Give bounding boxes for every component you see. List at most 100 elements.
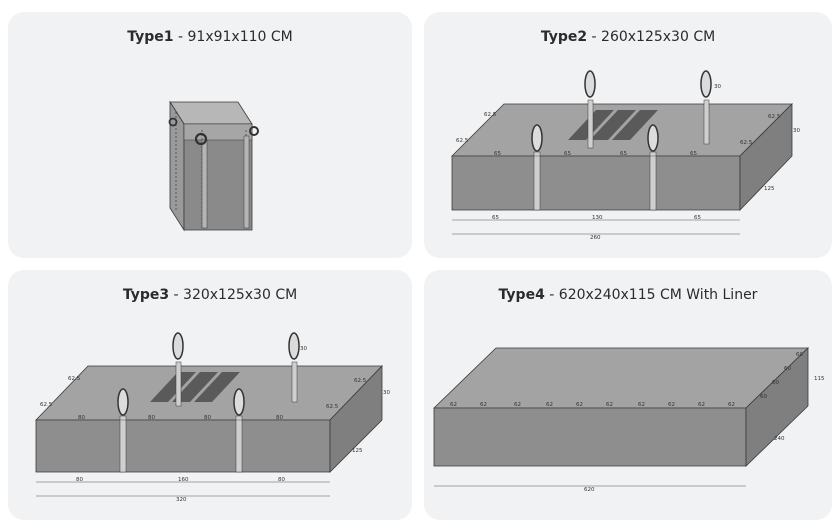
dim-bottom: 65 bbox=[694, 215, 701, 221]
lifting-loop bbox=[531, 124, 543, 152]
label-pad bbox=[172, 372, 218, 402]
dim-segment: 62 bbox=[668, 402, 675, 408]
dim-bottom: 65 bbox=[492, 215, 499, 221]
dim-depth: 125 bbox=[352, 448, 363, 454]
type1-bag-diagram bbox=[168, 100, 259, 232]
lifting-strap bbox=[201, 139, 208, 229]
type-name: Type4 bbox=[498, 287, 545, 303]
title-separator: - bbox=[587, 29, 602, 45]
card-type3: Type3 - 320x125x30 CM 80 80 80 80 62.5 6… bbox=[8, 270, 412, 520]
dim-height: 30 bbox=[300, 346, 307, 352]
dim-corner: 62.5 bbox=[68, 376, 81, 382]
lifting-loop bbox=[700, 70, 712, 98]
lifting-loop bbox=[117, 388, 129, 416]
dim-corner: 62.5 bbox=[484, 112, 497, 118]
card-type2: Type2 - 260x125x30 CM 65 65 65 65 62.5 6… bbox=[424, 12, 832, 258]
card-title: Type2 - 260x125x30 CM bbox=[424, 29, 832, 45]
type4-bag-diagram: 62 62 62 62 62 62 62 62 62 62 60 60 60 6… bbox=[433, 347, 825, 493]
dim-segment: 62 bbox=[514, 402, 521, 408]
bag-front-face bbox=[451, 155, 741, 211]
type3-bag-diagram: 80 80 80 80 62.5 62.5 62.5 62.5 30 30 12… bbox=[35, 332, 390, 503]
lifting-loop bbox=[647, 124, 659, 152]
dim-corner: 62.5 bbox=[354, 378, 367, 384]
title-separator: - bbox=[544, 287, 559, 303]
type2-bag-diagram: 65 65 65 65 62.5 62.5 62.5 62.5 30 30 12… bbox=[451, 70, 800, 241]
lifting-strap bbox=[119, 415, 127, 473]
title-separator: - bbox=[173, 29, 188, 45]
lifting-strap bbox=[175, 361, 182, 407]
lifting-loop bbox=[249, 126, 259, 136]
lifting-strap bbox=[533, 151, 541, 211]
card-type4: Type4 - 620x240x115 CM With Liner 62 62 … bbox=[424, 270, 832, 520]
card-title: Type3 - 320x125x30 CM bbox=[8, 287, 412, 303]
dim-depth: 125 bbox=[764, 186, 775, 192]
dim-total: 260 bbox=[590, 235, 601, 241]
lifting-loop bbox=[233, 388, 245, 416]
dim-segment: 65 bbox=[494, 151, 501, 157]
dim-side: 30 bbox=[793, 128, 800, 134]
label-pad bbox=[150, 372, 196, 402]
type-size: 91x91x110 CM bbox=[187, 29, 293, 45]
dim-side: 30 bbox=[383, 390, 390, 396]
lifting-loop bbox=[288, 332, 300, 360]
dim-corner: 62.5 bbox=[456, 138, 469, 144]
card-type1: Type1 - 91x91x110 CM bbox=[8, 12, 412, 258]
dim-bottom: 80 bbox=[278, 477, 285, 483]
dim-segment: 65 bbox=[564, 151, 571, 157]
dim-segment: 80 bbox=[148, 415, 155, 421]
dim-depth: 240 bbox=[774, 436, 785, 442]
card-title: Type1 - 91x91x110 CM bbox=[8, 29, 412, 45]
bag-side-face bbox=[329, 365, 383, 473]
type-name: Type1 bbox=[127, 29, 174, 45]
lifting-strap bbox=[291, 361, 298, 403]
bag-side-face bbox=[745, 347, 809, 467]
dim-segment: 62 bbox=[638, 402, 645, 408]
lifting-loop bbox=[172, 332, 184, 360]
lifting-strap bbox=[243, 135, 250, 229]
dim-segment: 65 bbox=[690, 151, 697, 157]
dim-segment: 62 bbox=[480, 402, 487, 408]
lifting-loop bbox=[168, 117, 178, 127]
dim-bottom: 130 bbox=[592, 215, 603, 221]
dim-height: 115 bbox=[814, 376, 825, 382]
dim-segment: 62 bbox=[450, 402, 457, 408]
dim-segment: 65 bbox=[620, 151, 627, 157]
bag-top-skirt bbox=[183, 123, 253, 141]
dim-corner: 62.5 bbox=[740, 140, 753, 146]
label-pad bbox=[194, 372, 240, 402]
dim-side-segment: 60 bbox=[796, 352, 803, 358]
type-size: 320x125x30 CM bbox=[183, 287, 298, 303]
lifting-loop bbox=[194, 132, 208, 146]
lifting-strap bbox=[235, 415, 243, 473]
bag-side-face bbox=[739, 103, 793, 211]
dim-segment: 80 bbox=[78, 415, 85, 421]
lifting-strap bbox=[649, 151, 657, 211]
dim-side-segment: 60 bbox=[760, 394, 767, 400]
title-separator: - bbox=[169, 287, 184, 303]
dim-corner: 62.5 bbox=[768, 114, 781, 120]
dim-corner: 62.5 bbox=[40, 402, 53, 408]
lifting-loop bbox=[584, 70, 596, 98]
label-pad bbox=[590, 110, 636, 140]
bag-front-face bbox=[433, 407, 747, 467]
dim-side-segment: 60 bbox=[772, 380, 779, 386]
dim-bottom: 80 bbox=[76, 477, 83, 483]
dim-segment: 62 bbox=[698, 402, 705, 408]
type-size: 620x240x115 CM With Liner bbox=[558, 287, 758, 303]
dim-total: 320 bbox=[176, 497, 187, 503]
dim-segment: 62 bbox=[576, 402, 583, 408]
label-pad bbox=[612, 110, 658, 140]
dim-segment: 80 bbox=[276, 415, 283, 421]
dim-segment: 62 bbox=[728, 402, 735, 408]
lifting-strap bbox=[703, 99, 710, 145]
bag-top-face bbox=[433, 347, 809, 409]
lifting-strap bbox=[587, 99, 594, 149]
card-title: Type4 - 620x240x115 CM With Liner bbox=[424, 287, 832, 303]
type-name: Type2 bbox=[540, 29, 588, 45]
dim-corner: 62.5 bbox=[326, 404, 339, 410]
bag-front-face bbox=[35, 419, 331, 473]
dim-side-segment: 60 bbox=[784, 366, 791, 372]
dim-segment: 62 bbox=[546, 402, 553, 408]
dim-total: 620 bbox=[584, 487, 595, 493]
dim-segment: 62 bbox=[606, 402, 613, 408]
